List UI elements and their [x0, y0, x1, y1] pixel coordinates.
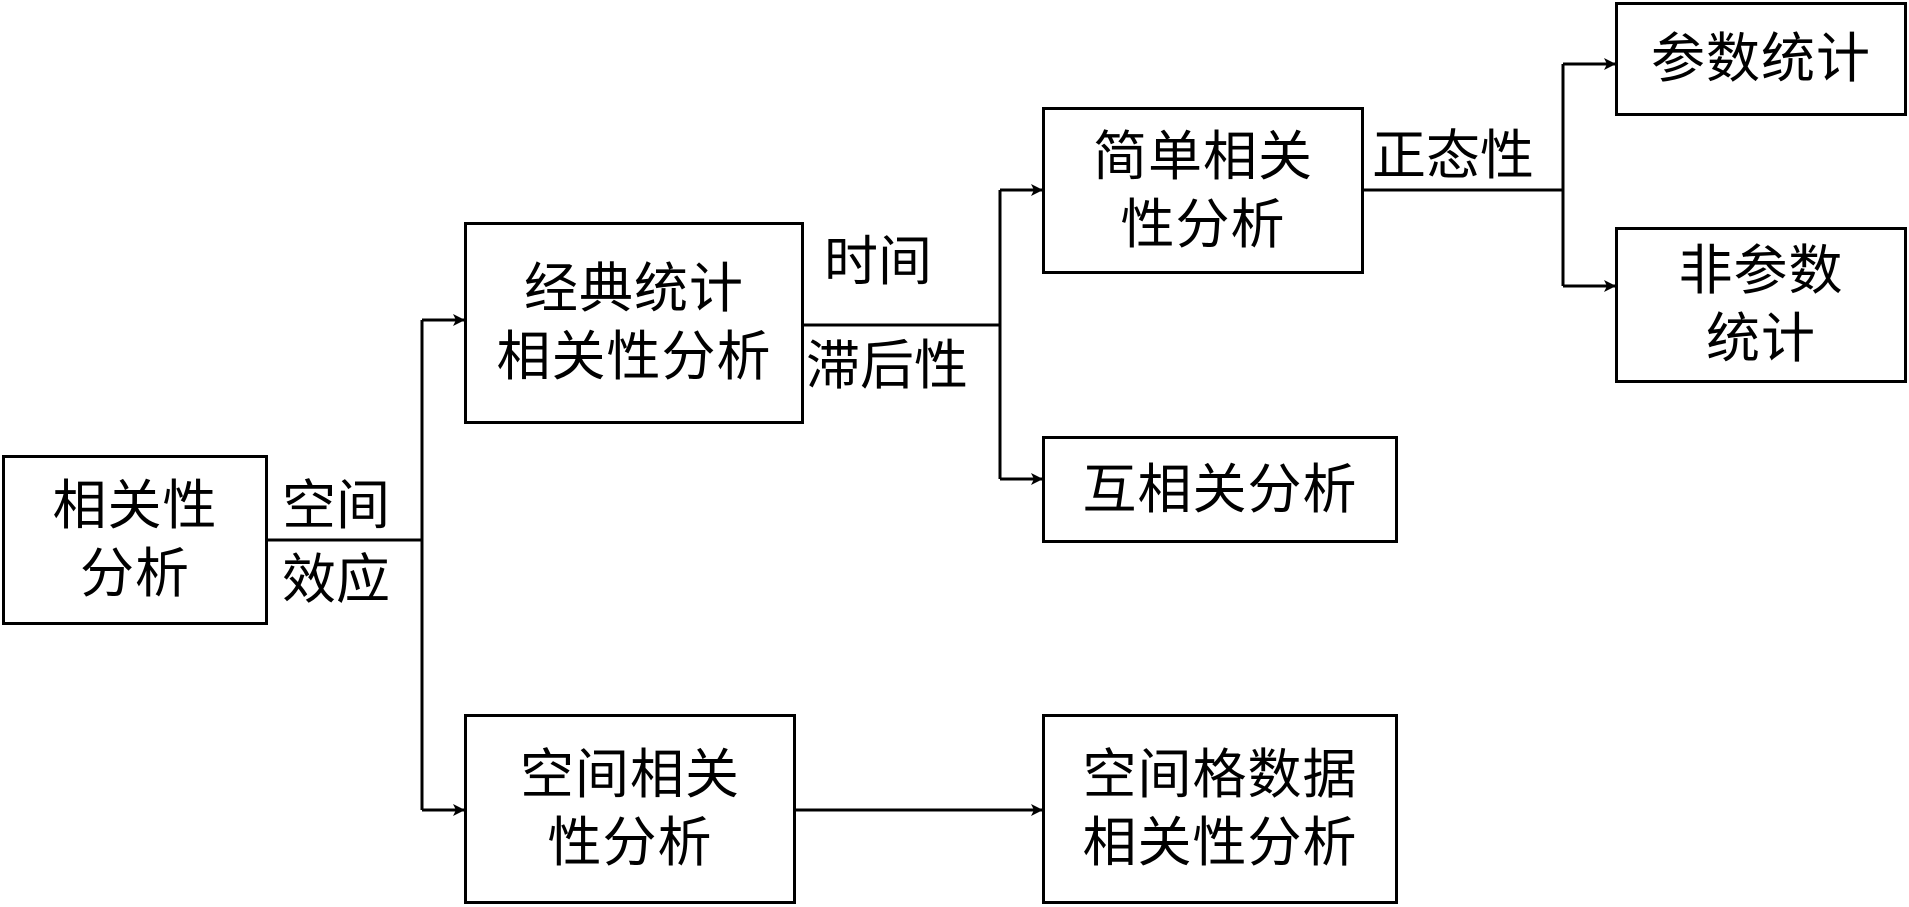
node-cross-correlation-line1: 互相关分析 — [1082, 457, 1358, 521]
node-simple-correlation-line1: 简单相关 — [1093, 124, 1313, 188]
node-parametric-statistics: 参数统计 — [1615, 2, 1907, 116]
node-spatial-grid-data-correlation-line2: 相关性分析 — [1082, 811, 1358, 874]
node-simple-correlation: 简单相关 性分析 — [1042, 107, 1364, 274]
node-spatial-correlation: 空间相关 性分析 — [464, 714, 796, 904]
node-nonparametric-statistics-line1: 非参数 — [1678, 239, 1844, 302]
node-correlation-analysis-line2: 分析 — [80, 542, 190, 605]
node-cross-correlation: 互相关分析 — [1042, 436, 1398, 543]
edge-label-spatial-effect-top: 空间 — [282, 474, 390, 537]
node-classic-statistical-correlation: 经典统计 相关性分析 — [464, 222, 804, 424]
node-correlation-analysis-line1: 相关性 — [52, 474, 218, 537]
node-correlation-analysis: 相关性 分析 — [2, 455, 268, 625]
node-spatial-correlation-line2: 性分析 — [547, 811, 713, 874]
edge-label-time-lag-top: 时间 — [824, 230, 932, 293]
node-parametric-statistics-line1: 参数统计 — [1651, 27, 1871, 90]
node-spatial-grid-data-correlation-line1: 空间格数据 — [1082, 743, 1358, 806]
edge-label-normality: 正态性 — [1372, 124, 1534, 187]
node-nonparametric-statistics-line2: 统计 — [1706, 307, 1816, 370]
edge-label-time-lag-bottom: 滞后性 — [806, 334, 968, 397]
edge-label-spatial-effect-bottom: 效应 — [282, 548, 390, 611]
node-spatial-correlation-line1: 空间相关 — [520, 743, 740, 806]
node-classic-statistical-correlation-line2: 相关性分析 — [496, 325, 772, 388]
node-spatial-grid-data-correlation: 空间格数据 相关性分析 — [1042, 714, 1398, 904]
node-classic-statistical-correlation-line1: 经典统计 — [524, 257, 744, 320]
node-simple-correlation-line2: 性分析 — [1120, 192, 1286, 256]
node-nonparametric-statistics: 非参数 统计 — [1615, 227, 1907, 383]
